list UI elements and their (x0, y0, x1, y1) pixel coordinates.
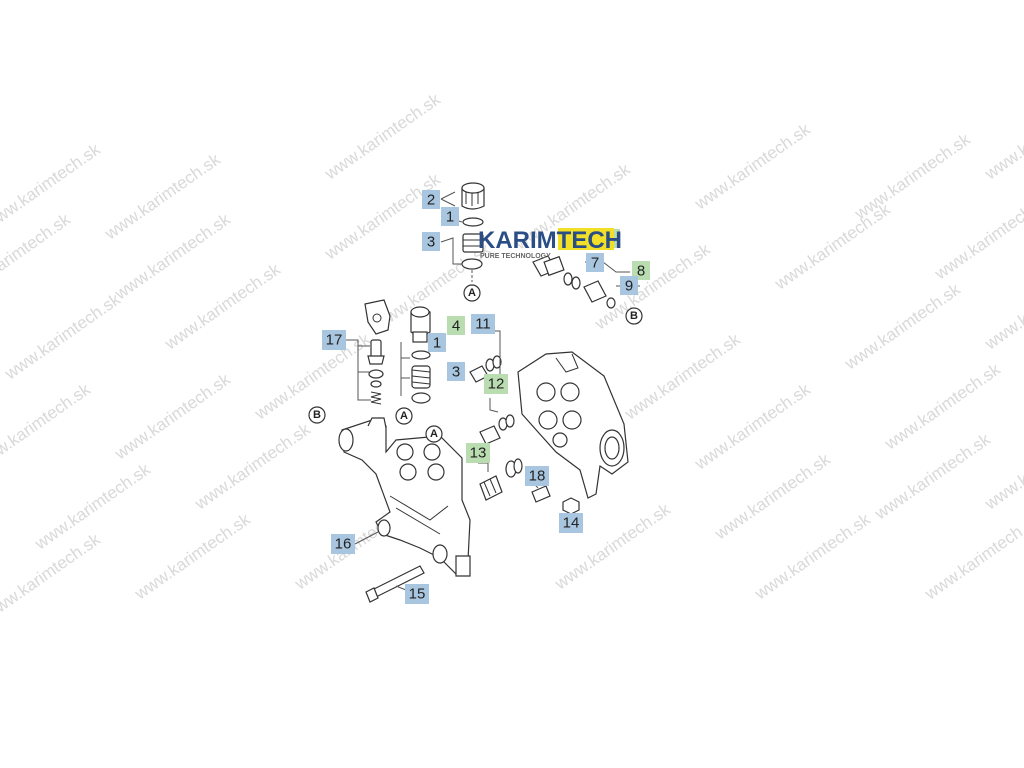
part-label-17: 17 (322, 330, 346, 350)
svg-text:A: A (468, 287, 476, 299)
svg-text:18: 18 (529, 468, 546, 485)
ref-a-marker: A (395, 407, 413, 425)
o-ring-part (461, 258, 483, 270)
svg-text:9: 9 (625, 278, 633, 295)
watermark-text: www.karimtech.sk (191, 419, 315, 513)
watermark-text: www.karimtech.sk (1, 289, 125, 383)
pump-head-housing (517, 351, 629, 499)
parts-line-art (338, 182, 640, 603)
long-bolt-part (365, 565, 425, 603)
svg-text:16: 16 (335, 536, 352, 553)
o-ring-part (368, 369, 384, 379)
svg-text:13: 13 (470, 445, 487, 462)
screw-part (531, 485, 551, 503)
svg-text:A: A (430, 428, 438, 440)
part-label-14: 14 (559, 513, 583, 533)
valve-spring-part (411, 365, 431, 389)
bracket-part (364, 299, 391, 335)
watermark-text: www.karimtech.sk (131, 509, 255, 603)
part-label-7: 7 (586, 253, 604, 272)
o-ring-part (411, 392, 431, 404)
spring-part (370, 391, 382, 405)
watermark-text: www.karimtech.sk (981, 419, 1024, 513)
part-label-8: 8 (632, 261, 650, 280)
svg-text:7: 7 (591, 255, 599, 272)
karimtech-logo: KARIMTECH PURE TECHNOLOGY (478, 227, 622, 260)
watermark-text: www.karimtech.sk (621, 329, 745, 423)
watermark-text: www.karimtech.sk (161, 259, 285, 353)
ref-b-marker: B (308, 406, 326, 424)
watermark-text: www.karimtech.sk (841, 279, 965, 373)
fitting-nipple-part (583, 280, 616, 309)
watermark-text: www.karimtech.sk (0, 379, 94, 473)
valve-insert-part (462, 233, 484, 253)
spring-insert-part (479, 475, 503, 501)
watermark-text: www.karimtech.sk (711, 449, 835, 543)
svg-text:12: 12 (488, 376, 505, 393)
watermark-text: www.karimtech.sk (981, 259, 1024, 353)
svg-text:17: 17 (326, 332, 343, 349)
ref-b-marker: B (625, 307, 643, 325)
svg-text:14: 14 (563, 515, 580, 532)
o-ring-part (370, 380, 382, 388)
part-label-3: 3 (447, 362, 465, 381)
watermark-layer: www.karimtech.skwww.karimtech.skwww.kari… (0, 89, 1024, 623)
o-ring-part (513, 458, 523, 474)
part-label-12: 12 (484, 374, 508, 394)
part-label-13: 13 (466, 443, 490, 463)
svg-text:1: 1 (446, 209, 454, 226)
pin-part (367, 339, 385, 365)
o-ring-part (411, 350, 431, 360)
part-label-1: 1 (441, 207, 459, 226)
watermark-text: www.karimtech.sk (111, 369, 235, 463)
svg-text:B: B (313, 409, 321, 421)
watermark-text: www.karimtech.sk (981, 89, 1024, 183)
part-label-18: 18 (525, 466, 549, 486)
pump-body-housing (338, 417, 471, 577)
part-label-16: 16 (331, 534, 355, 554)
logo-wordmark: KARIMTECH (478, 227, 622, 254)
watermark-text: www.karimtech.sk (0, 209, 74, 303)
svg-text:4: 4 (452, 318, 460, 335)
logo-tagline: PURE TECHNOLOGY (480, 253, 551, 260)
watermark-text: www.karimtech.sk (751, 509, 875, 603)
ref-a-marker: A (425, 425, 443, 443)
part-label-11: 11 (471, 314, 495, 334)
svg-text:1: 1 (433, 335, 441, 352)
part-number-labels: 2 1 3 6 7 8 9 4 1 17 11 3 12 13 18 14 16… (322, 190, 650, 604)
svg-text:11: 11 (475, 316, 491, 333)
part-label-3: 3 (422, 232, 440, 251)
part-label-1: 1 (428, 333, 446, 352)
watermark-text: www.karimtech.sk (321, 89, 445, 183)
part-label-4: 4 (447, 316, 465, 335)
part-label-15: 15 (405, 584, 429, 604)
svg-text:3: 3 (452, 364, 460, 381)
svg-text:8: 8 (637, 263, 645, 280)
pressure-fitting-part (532, 255, 581, 290)
piston-guide-part (479, 414, 515, 445)
watermark-text: www.karimtech.sk (931, 189, 1024, 283)
reference-markers: A B B A A (308, 284, 643, 443)
part-label-2: 2 (422, 190, 440, 209)
svg-text:15: 15 (409, 586, 426, 603)
watermark-text: www.karimtech.sk (921, 509, 1024, 603)
svg-text:2: 2 (427, 192, 435, 209)
svg-text:3: 3 (427, 234, 435, 251)
watermark-text: www.karimtech.sk (691, 379, 815, 473)
nut-part (562, 497, 580, 515)
svg-text:B: B (630, 310, 638, 322)
plug-cap-part (461, 182, 485, 210)
svg-text:A: A (400, 410, 408, 422)
ref-a-marker: A (463, 284, 481, 302)
watermark-text: www.karimtech.sk (771, 199, 895, 293)
part-label-9: 9 (620, 276, 638, 295)
o-ring-part (462, 217, 484, 227)
watermark-text: www.karimtech.sk (691, 119, 815, 213)
valve-cap-part (410, 306, 431, 343)
logo-highlight (558, 228, 614, 250)
